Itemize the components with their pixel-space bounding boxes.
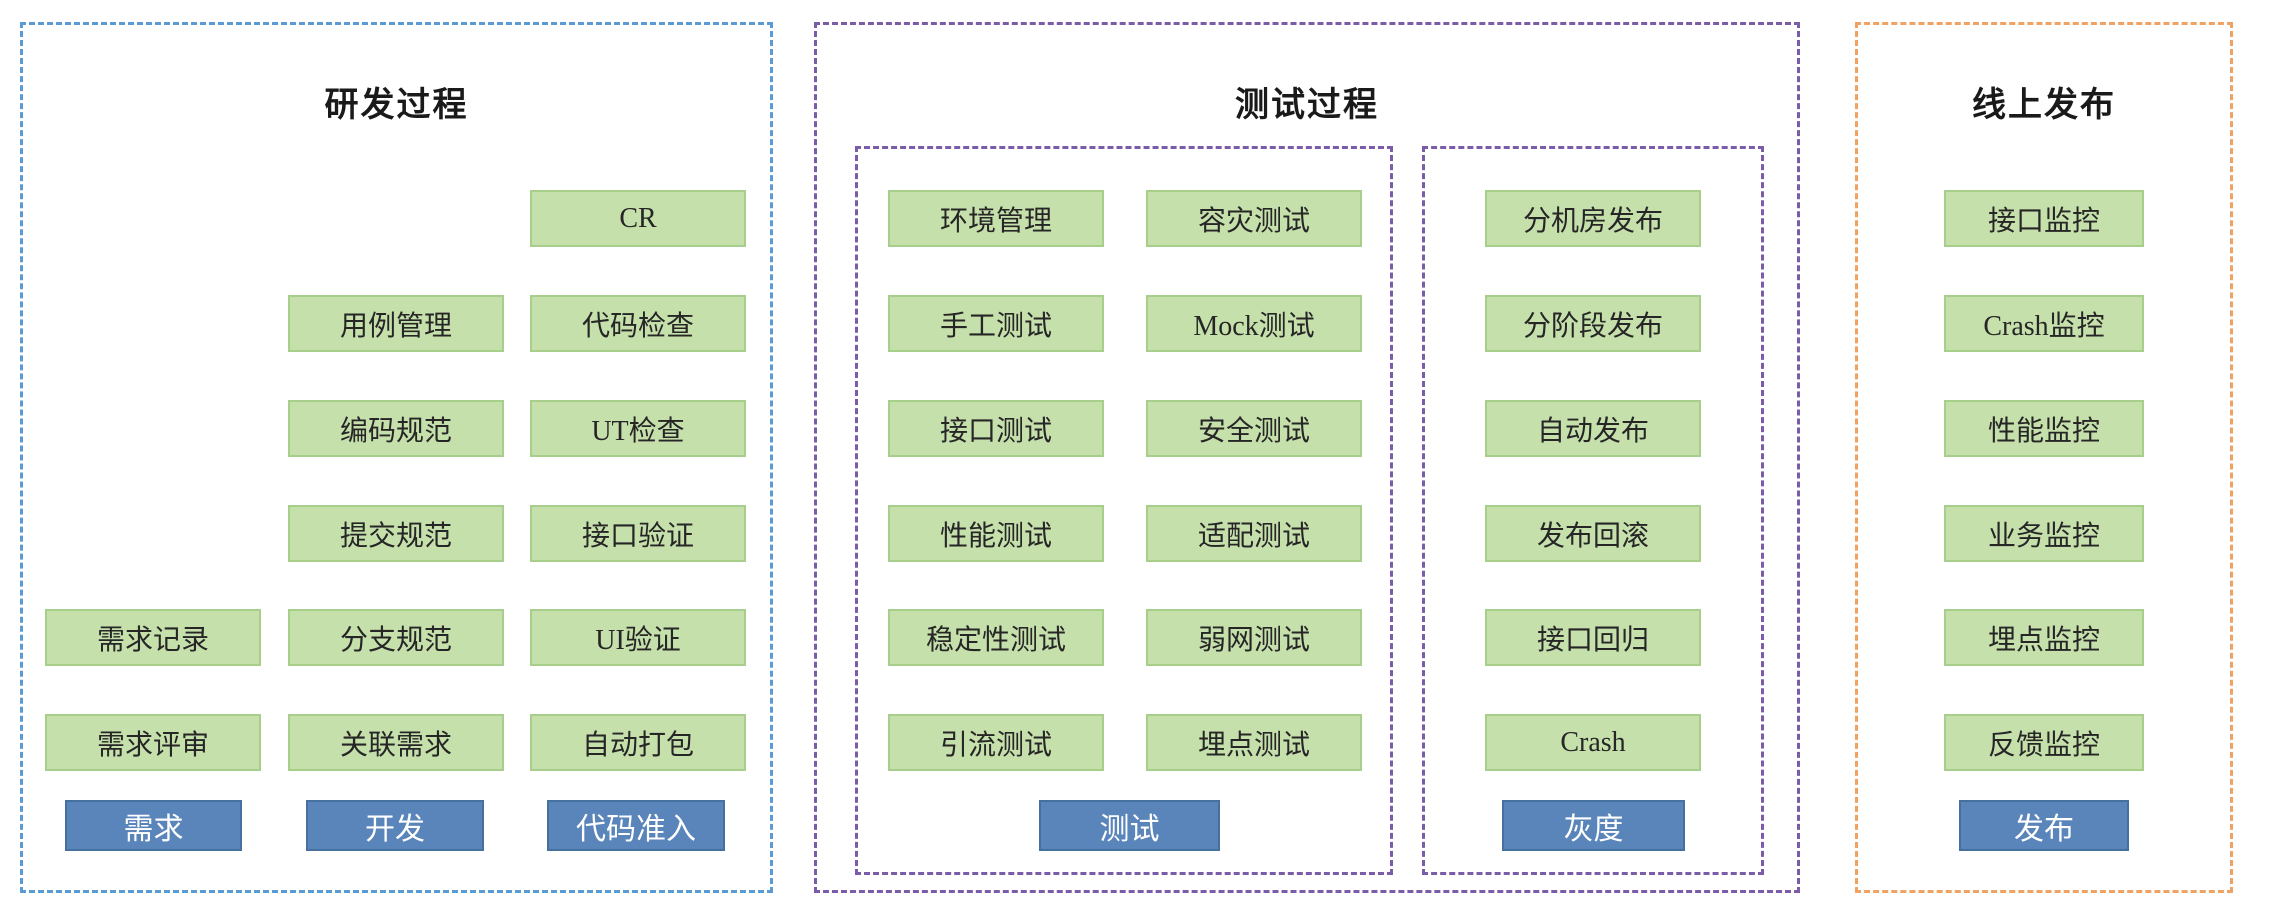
online-release-title: 线上发布	[1972, 86, 2116, 124]
task-box: 接口监控	[1944, 190, 2144, 247]
stage-box: 测试	[1039, 800, 1220, 851]
stage-box: 发布	[1959, 800, 2129, 851]
task-box: 性能测试	[888, 505, 1104, 562]
task-box: 接口测试	[888, 400, 1104, 457]
panel-dev-process: 研发过程	[20, 22, 773, 893]
task-box: 弱网测试	[1146, 609, 1362, 666]
task-box: 手工测试	[888, 295, 1104, 352]
task-box: 分阶段发布	[1485, 295, 1701, 352]
group-test-frame	[855, 146, 1393, 875]
task-box: 自动打包	[530, 714, 746, 771]
stage-box: 代码准入	[547, 800, 725, 851]
group-gray-frame	[1422, 146, 1764, 875]
stage-box: 开发	[306, 800, 484, 851]
task-box: 发布回滚	[1485, 505, 1701, 562]
task-box: CR	[530, 190, 746, 247]
task-box: UI验证	[530, 609, 746, 666]
task-box: 自动发布	[1485, 400, 1701, 457]
panel-online-release: 线上发布	[1855, 22, 2233, 893]
task-box: 关联需求	[288, 714, 504, 771]
task-box: 业务监控	[1944, 505, 2144, 562]
task-box: 代码检查	[530, 295, 746, 352]
task-box: 需求评审	[45, 714, 261, 771]
task-box: 接口验证	[530, 505, 746, 562]
panel-test-process: 测试过程	[814, 22, 1800, 893]
task-box: 编码规范	[288, 400, 504, 457]
task-box: 反馈监控	[1944, 714, 2144, 771]
task-box: 性能监控	[1944, 400, 2144, 457]
task-box: 环境管理	[888, 190, 1104, 247]
task-box: 埋点测试	[1146, 714, 1362, 771]
dev-process-title: 研发过程	[324, 86, 469, 124]
task-box: 提交规范	[288, 505, 504, 562]
task-box: Crash监控	[1944, 295, 2144, 352]
stage-box: 需求	[65, 800, 242, 851]
task-box: 安全测试	[1146, 400, 1362, 457]
task-box: 分支规范	[288, 609, 504, 666]
task-box: 适配测试	[1146, 505, 1362, 562]
task-box: Mock测试	[1146, 295, 1362, 352]
task-box: 需求记录	[45, 609, 261, 666]
task-box: 用例管理	[288, 295, 504, 352]
task-box: Crash	[1485, 714, 1701, 771]
stage-box: 灰度	[1502, 800, 1685, 851]
task-box: 引流测试	[888, 714, 1104, 771]
task-box: UT检查	[530, 400, 746, 457]
task-box: 分机房发布	[1485, 190, 1701, 247]
task-box: 埋点监控	[1944, 609, 2144, 666]
task-box: 容灾测试	[1146, 190, 1362, 247]
test-process-title: 测试过程	[1235, 86, 1379, 124]
task-box: 稳定性测试	[888, 609, 1104, 666]
task-box: 接口回归	[1485, 609, 1701, 666]
